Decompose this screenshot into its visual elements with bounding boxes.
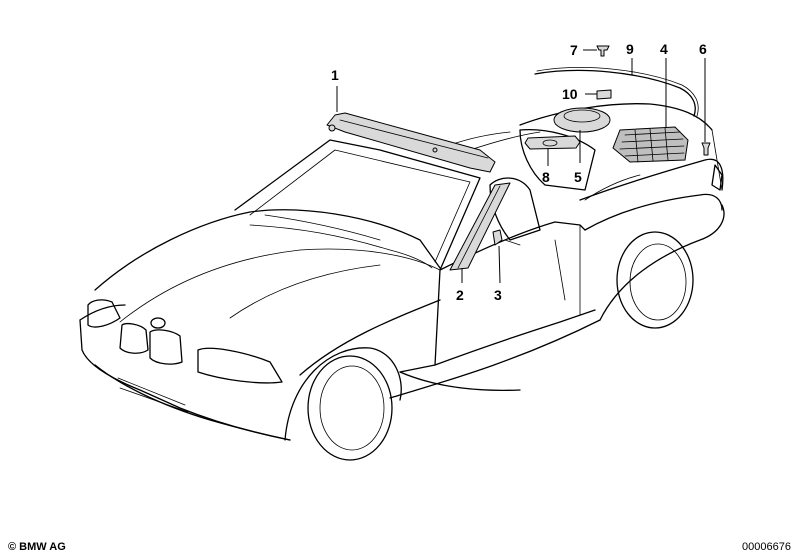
callout-1: 1 bbox=[331, 67, 339, 83]
part-9-trim-strip bbox=[534, 69, 696, 117]
callout-10: 10 bbox=[562, 86, 578, 102]
leader-lines bbox=[336, 49, 706, 284]
document-number: 00006676 bbox=[742, 541, 791, 553]
part-10-clip bbox=[596, 89, 612, 100]
callout-8: 8 bbox=[542, 169, 550, 185]
car-body-illustration bbox=[79, 103, 725, 461]
callout-3: 3 bbox=[494, 287, 502, 303]
part-4-rear-panel-cover bbox=[612, 126, 689, 163]
part-3-clip bbox=[492, 229, 503, 246]
callout-9: 9 bbox=[626, 41, 634, 57]
part-7-screw bbox=[596, 45, 610, 57]
part-1-windshield-frame-trim bbox=[326, 112, 496, 173]
part-8-cover-panel bbox=[524, 135, 581, 150]
part-6-expanding-rivet bbox=[701, 142, 711, 156]
copyright-notice: © BMW AG bbox=[8, 541, 66, 553]
callout-6: 6 bbox=[699, 41, 707, 57]
callout-7: 7 bbox=[570, 42, 578, 58]
callout-5: 5 bbox=[574, 169, 582, 185]
callout-2: 2 bbox=[456, 287, 464, 303]
callout-4: 4 bbox=[660, 41, 668, 57]
